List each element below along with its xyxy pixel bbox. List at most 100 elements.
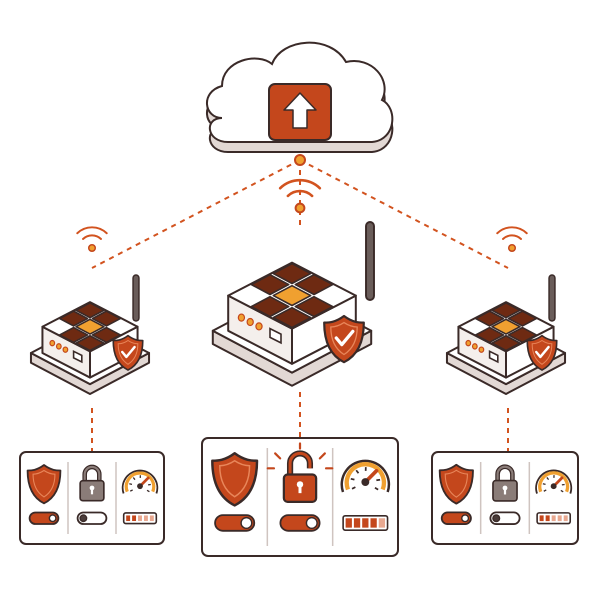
padlock-unlocked-icon <box>266 442 334 503</box>
check-mark <box>535 345 550 359</box>
level-bar-filled <box>545 515 550 522</box>
top-tile <box>491 334 521 352</box>
cloud <box>206 41 394 166</box>
wifi-arc-inner <box>81 234 103 240</box>
routers <box>29 178 567 395</box>
top-tile <box>491 302 521 319</box>
top-tile-center <box>272 284 312 307</box>
status-led <box>49 339 56 347</box>
shield-shape <box>211 452 259 507</box>
level-bar-empty <box>149 515 154 522</box>
shield-shape <box>26 464 62 505</box>
gauge-arc <box>538 471 570 493</box>
gauge-arc <box>344 462 387 491</box>
level-bar-filled <box>353 518 361 528</box>
toggle-knob <box>240 516 253 529</box>
shield-toggle <box>214 514 256 532</box>
gauge-tick <box>376 478 381 482</box>
shield-inner <box>32 469 56 498</box>
router-right <box>445 226 567 395</box>
status-led <box>55 343 62 350</box>
shield-check-icon <box>526 334 558 371</box>
ethernet-port <box>72 350 83 364</box>
connection-line-right <box>299 159 509 269</box>
wifi-dot <box>507 243 517 253</box>
level-bar-filled <box>345 518 352 528</box>
shield-inner <box>117 339 139 365</box>
level-bar-empty <box>557 515 562 522</box>
gauge-arc <box>124 471 156 493</box>
gauge-tick <box>542 483 546 486</box>
toggle-knob <box>79 514 88 523</box>
gauge-tick <box>146 489 150 493</box>
shield-icon <box>438 463 474 505</box>
padlock-locked-icon <box>79 464 105 502</box>
toggle-knob <box>48 514 57 523</box>
toggle-knob <box>305 516 318 529</box>
keyhole-slot <box>298 485 302 494</box>
gauge-hub <box>361 478 370 487</box>
status-panel-left <box>19 451 165 545</box>
gauge-hub <box>137 483 143 490</box>
shield-shape <box>112 334 144 371</box>
shield-check-icon <box>323 314 365 364</box>
wifi-arc-inner <box>501 234 523 240</box>
top-tile <box>272 262 312 285</box>
shield-inner <box>330 321 358 356</box>
padlock-shackle-inner <box>496 465 514 482</box>
gauge-tick <box>355 469 360 474</box>
top-tile <box>507 326 538 344</box>
lock-toggle <box>76 511 108 525</box>
status-panels <box>19 437 579 557</box>
level-meter <box>122 512 158 525</box>
keyhole-slot <box>503 488 507 495</box>
top-tile <box>75 334 105 352</box>
shield-inner <box>531 339 553 365</box>
wifi-signal-icon <box>496 226 528 253</box>
gauge-tick <box>129 483 133 485</box>
shield-inner <box>444 469 468 498</box>
router-left <box>29 226 151 395</box>
wifi-arc-inner <box>286 189 314 198</box>
level-meter <box>342 514 389 531</box>
level-bar-empty <box>551 515 556 522</box>
keyhole <box>296 481 304 488</box>
level-bar-empty <box>138 515 142 522</box>
status-led <box>62 346 69 353</box>
check-mark <box>121 345 136 359</box>
top-tile <box>75 302 105 319</box>
shield-shape <box>526 334 558 371</box>
level-bar-filled <box>370 518 377 528</box>
padlock-shackle-inner <box>288 451 312 476</box>
top-tile-center <box>75 318 105 335</box>
shield-icon <box>26 464 62 505</box>
top-tile <box>272 306 312 329</box>
status-panel-right <box>431 451 579 545</box>
top-tile <box>294 273 334 296</box>
status-panel-center <box>201 437 399 557</box>
wifi-arc-outer <box>496 226 528 235</box>
status-led <box>255 322 263 331</box>
unlock-ray <box>318 452 326 460</box>
gauge-tick <box>560 489 564 493</box>
wifi-arc-outer <box>76 226 108 235</box>
hub-node <box>294 154 306 166</box>
ethernet-port <box>269 327 282 345</box>
wifi-dot <box>87 243 97 253</box>
status-led <box>465 339 472 347</box>
gauge-tick <box>350 477 355 481</box>
router-center <box>211 178 375 387</box>
toggle-knob <box>461 514 470 523</box>
keyhole <box>89 485 95 491</box>
top-tile <box>91 326 122 344</box>
padlock-shackle-inner <box>83 465 101 482</box>
shield-check-icon <box>112 334 144 371</box>
top-tile <box>474 326 505 344</box>
top-tile <box>250 273 290 296</box>
upload-arrow-icon <box>268 83 332 141</box>
top-tile <box>250 295 290 318</box>
gauge-tick <box>543 489 547 492</box>
top-tile-center <box>491 318 521 335</box>
top-tile <box>58 326 89 344</box>
